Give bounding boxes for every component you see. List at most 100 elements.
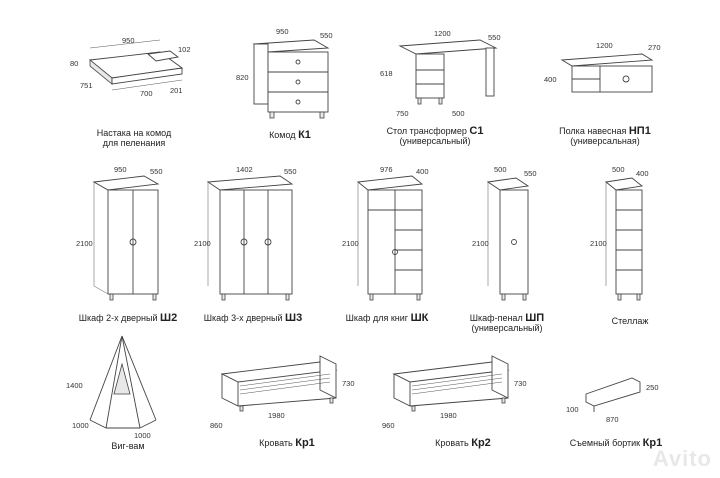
item-bed1: 1980 860 730 <box>210 350 360 440</box>
item-desk: 1200 550 618 500 750 <box>376 24 506 124</box>
rail-code: Кр1 <box>642 437 663 449</box>
wardrobe2-caption: Шкаф 2-х дверный Ш2 <box>68 312 188 324</box>
rack-dim-width: 500 <box>612 165 625 174</box>
penal-sub: (универсальный) <box>471 323 543 333</box>
desk-sub: (универсальный) <box>399 136 471 146</box>
bookcase-dim-height: 2100 <box>342 239 359 248</box>
changing-top-dim-inner: 700 <box>140 89 153 98</box>
tipi-caption: Виг-вам <box>98 441 158 451</box>
item-penal: 500 550 2100 <box>470 162 550 307</box>
item-shelf: 1200 270 400 <box>540 34 670 104</box>
changing-top-dim-rail: 102 <box>178 45 191 54</box>
wardrobe3-name: Шкаф 3-х дверный <box>203 313 283 323</box>
wardrobe3-dim-width: 1402 <box>236 165 253 174</box>
changing-top-dim-depth: 751 <box>80 81 93 90</box>
bed1-caption: Кровать Кр1 <box>242 437 332 449</box>
bed1-dim-height: 730 <box>342 379 355 388</box>
desk-dim-height: 618 <box>380 69 393 78</box>
dresser-code: К1 <box>298 129 311 141</box>
bed2-code: Кр2 <box>471 437 491 449</box>
rack-caption: Стеллаж <box>590 316 670 326</box>
item-rack: 500 400 2100 <box>590 162 670 307</box>
bed2-dim-width: 960 <box>382 421 395 430</box>
wardrobe3-drawing: 1402 550 2100 <box>194 165 297 301</box>
wardrobe2-code: Ш2 <box>160 312 178 324</box>
bed1-code: Кр1 <box>295 437 315 449</box>
tipi-drawing: 1400 1000 1000 <box>66 335 157 440</box>
bed2-drawing: 1980 960 730 <box>382 355 527 430</box>
wardrobe2-dim-width: 950 <box>114 165 127 174</box>
desk-dim-depth: 550 <box>488 33 501 42</box>
tipi-dim-width: 1000 <box>134 431 151 440</box>
penal-dim-height: 2100 <box>472 239 489 248</box>
tipi-name: Виг-вам <box>111 441 145 451</box>
changing-top-drawing: 950 700 201 80 102 751 <box>70 36 191 98</box>
tipi-dim-height: 1400 <box>66 381 83 390</box>
rack-drawing: 500 400 2100 <box>590 165 649 301</box>
bookcase-code: ШК <box>410 312 429 324</box>
penal-name: Шкаф-пенал <box>469 313 523 323</box>
wardrobe3-dim-height: 2100 <box>194 239 211 248</box>
bookcase-name: Шкаф для книг <box>345 313 409 323</box>
changing-top-dim-width: 950 <box>122 36 135 45</box>
shelf-code: НП1 <box>628 125 651 137</box>
wardrobe2-dim-depth: 550 <box>150 167 163 176</box>
rail-name: Съемный бортик <box>569 438 641 448</box>
rack-dim-height: 2100 <box>590 239 607 248</box>
item-rail: 100 250 870 <box>566 370 676 430</box>
desk-caption: Стол трансформер С1 (универсальный) <box>370 125 500 147</box>
shelf-caption: Полка навесная НП1 (универсальная) <box>550 125 660 147</box>
rack-name: Стеллаж <box>611 316 649 326</box>
item-wardrobe2: 950 550 2100 <box>74 162 174 307</box>
wardrobe2-name: Шкаф 2-х дверный <box>78 313 158 323</box>
item-tipi: 1400 1000 1000 <box>60 330 180 440</box>
wardrobe3-code: Ш3 <box>285 312 303 324</box>
rail-dim-high: 250 <box>646 383 659 392</box>
bed1-name: Кровать <box>259 438 293 448</box>
bed2-name: Кровать <box>435 438 469 448</box>
watermark-logo: Avito <box>652 446 712 471</box>
rail-drawing: 100 250 870 <box>566 377 659 424</box>
shelf-sub: (универсальная) <box>570 136 640 146</box>
tipi-dim-depth: 1000 <box>72 421 89 430</box>
dresser-dim-depth: 550 <box>320 31 333 40</box>
bookcase-dim-depth: 400 <box>416 167 429 176</box>
dresser-drawing: 950 550 820 <box>236 27 333 119</box>
changing-top-dim-side: 201 <box>170 86 183 95</box>
dresser-dim-height: 820 <box>236 73 249 82</box>
rail-dim-length: 870 <box>606 415 619 424</box>
penal-dim-width: 500 <box>494 165 507 174</box>
item-bookcase: 976 400 2100 <box>342 162 442 307</box>
bookcase-dim-width: 976 <box>380 165 393 174</box>
shelf-name: Полка навесная <box>559 126 627 136</box>
desk-dim-width: 1200 <box>434 29 451 38</box>
penal-dim-depth: 550 <box>524 169 537 178</box>
item-changing-top: 950 700 201 80 102 751 <box>70 30 191 100</box>
wardrobe3-caption: Шкаф 3-х дверный Ш3 <box>198 312 308 324</box>
item-dresser: 950 550 820 <box>232 24 342 124</box>
shelf-dim-depth: 270 <box>648 43 661 52</box>
rail-caption: Съемный бортик Кр1 <box>566 437 666 449</box>
changing-top-name2: для пеленания <box>102 138 166 148</box>
bed2-dim-height: 730 <box>514 379 527 388</box>
desk-dim-ped: 750 <box>396 109 409 118</box>
desk-code: С1 <box>469 125 484 137</box>
wardrobe3-dim-depth: 550 <box>284 167 297 176</box>
dresser-caption: Комод К1 <box>250 129 330 141</box>
desk-drawing: 1200 550 618 500 750 <box>380 29 501 118</box>
bed1-drawing: 1980 860 730 <box>210 355 355 430</box>
changing-top-name: Настака на комод <box>96 128 172 138</box>
bed2-caption: Кровать Кр2 <box>418 437 508 449</box>
item-wardrobe3: 1402 550 2100 <box>194 162 310 307</box>
changing-top-caption: Настака на комод для пеленания <box>74 128 194 148</box>
shelf-dim-width: 1200 <box>596 41 613 50</box>
changing-top-dim-height: 80 <box>70 59 78 68</box>
desk-name: Стол трансформер <box>386 126 467 136</box>
penal-caption: Шкаф-пенал ШП (универсальный) <box>452 313 562 334</box>
wardrobe2-dim-height: 2100 <box>76 239 93 248</box>
rail-dim-low: 100 <box>566 405 579 414</box>
shelf-drawing: 1200 270 400 <box>544 41 661 93</box>
bookcase-caption: Шкаф для книг ШК <box>332 312 442 324</box>
dresser-dim-width: 950 <box>276 27 289 36</box>
bed2-dim-length: 1980 <box>440 411 457 420</box>
